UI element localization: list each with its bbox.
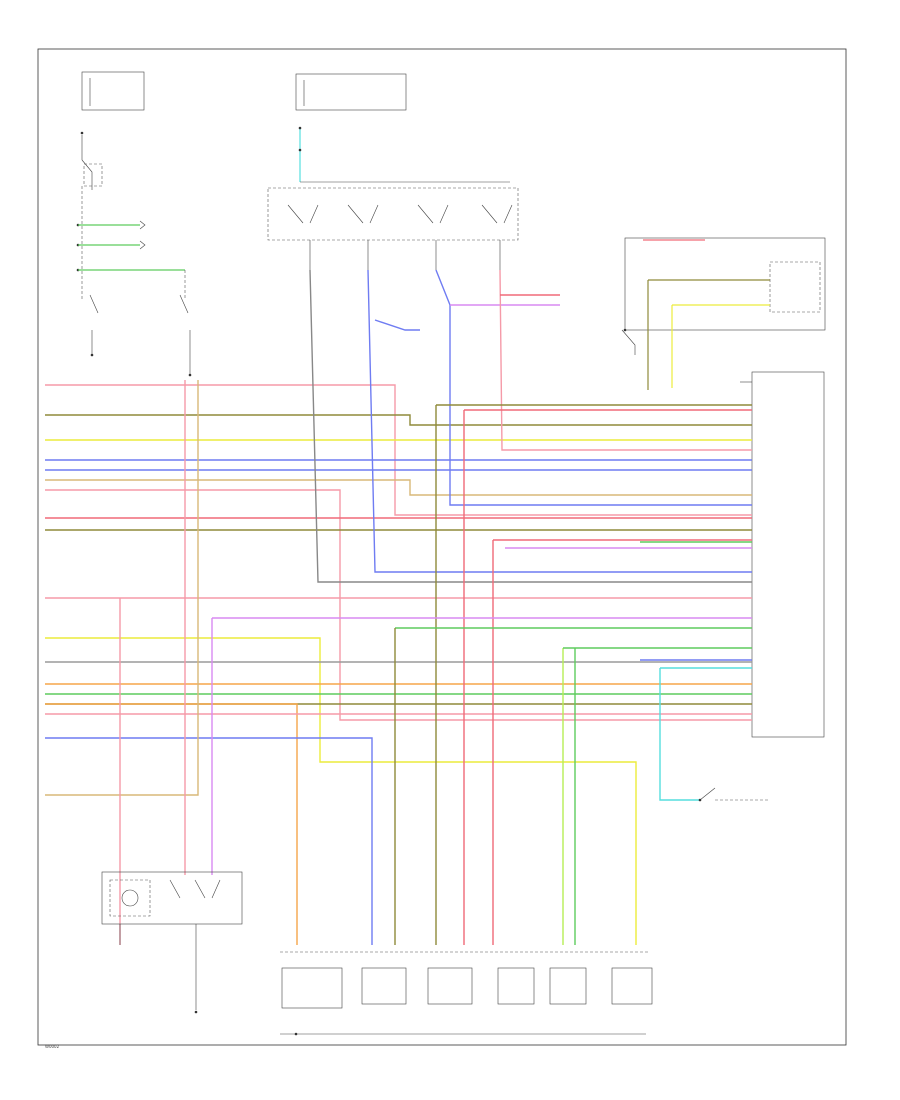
fuse-box-left [81, 71, 145, 111]
right-switch [621, 237, 826, 390]
left-switch-stack [76, 131, 192, 377]
harness-wires [45, 380, 752, 945]
right-bottom-switch [698, 787, 770, 802]
wire-olive-1 [45, 414, 752, 426]
footer-code: W0002 [45, 1044, 60, 1049]
diagram-border [37, 48, 847, 1046]
bottom-left-switch [101, 871, 243, 1014]
wire-pink-1 [45, 384, 752, 516]
wire-yellow-2 [45, 637, 637, 945]
fuse-box-right [295, 73, 407, 111]
bottom-components [280, 951, 653, 1036]
wire-tan-1 [45, 479, 752, 496]
control-module [740, 371, 825, 738]
wire-blue-3 [45, 737, 373, 945]
wire-orange-2 [45, 703, 298, 945]
relay-bank [267, 126, 519, 270]
wire-tan-2 [45, 380, 199, 796]
vertical-wires [119, 269, 752, 945]
wire-pink-2 [45, 489, 752, 721]
